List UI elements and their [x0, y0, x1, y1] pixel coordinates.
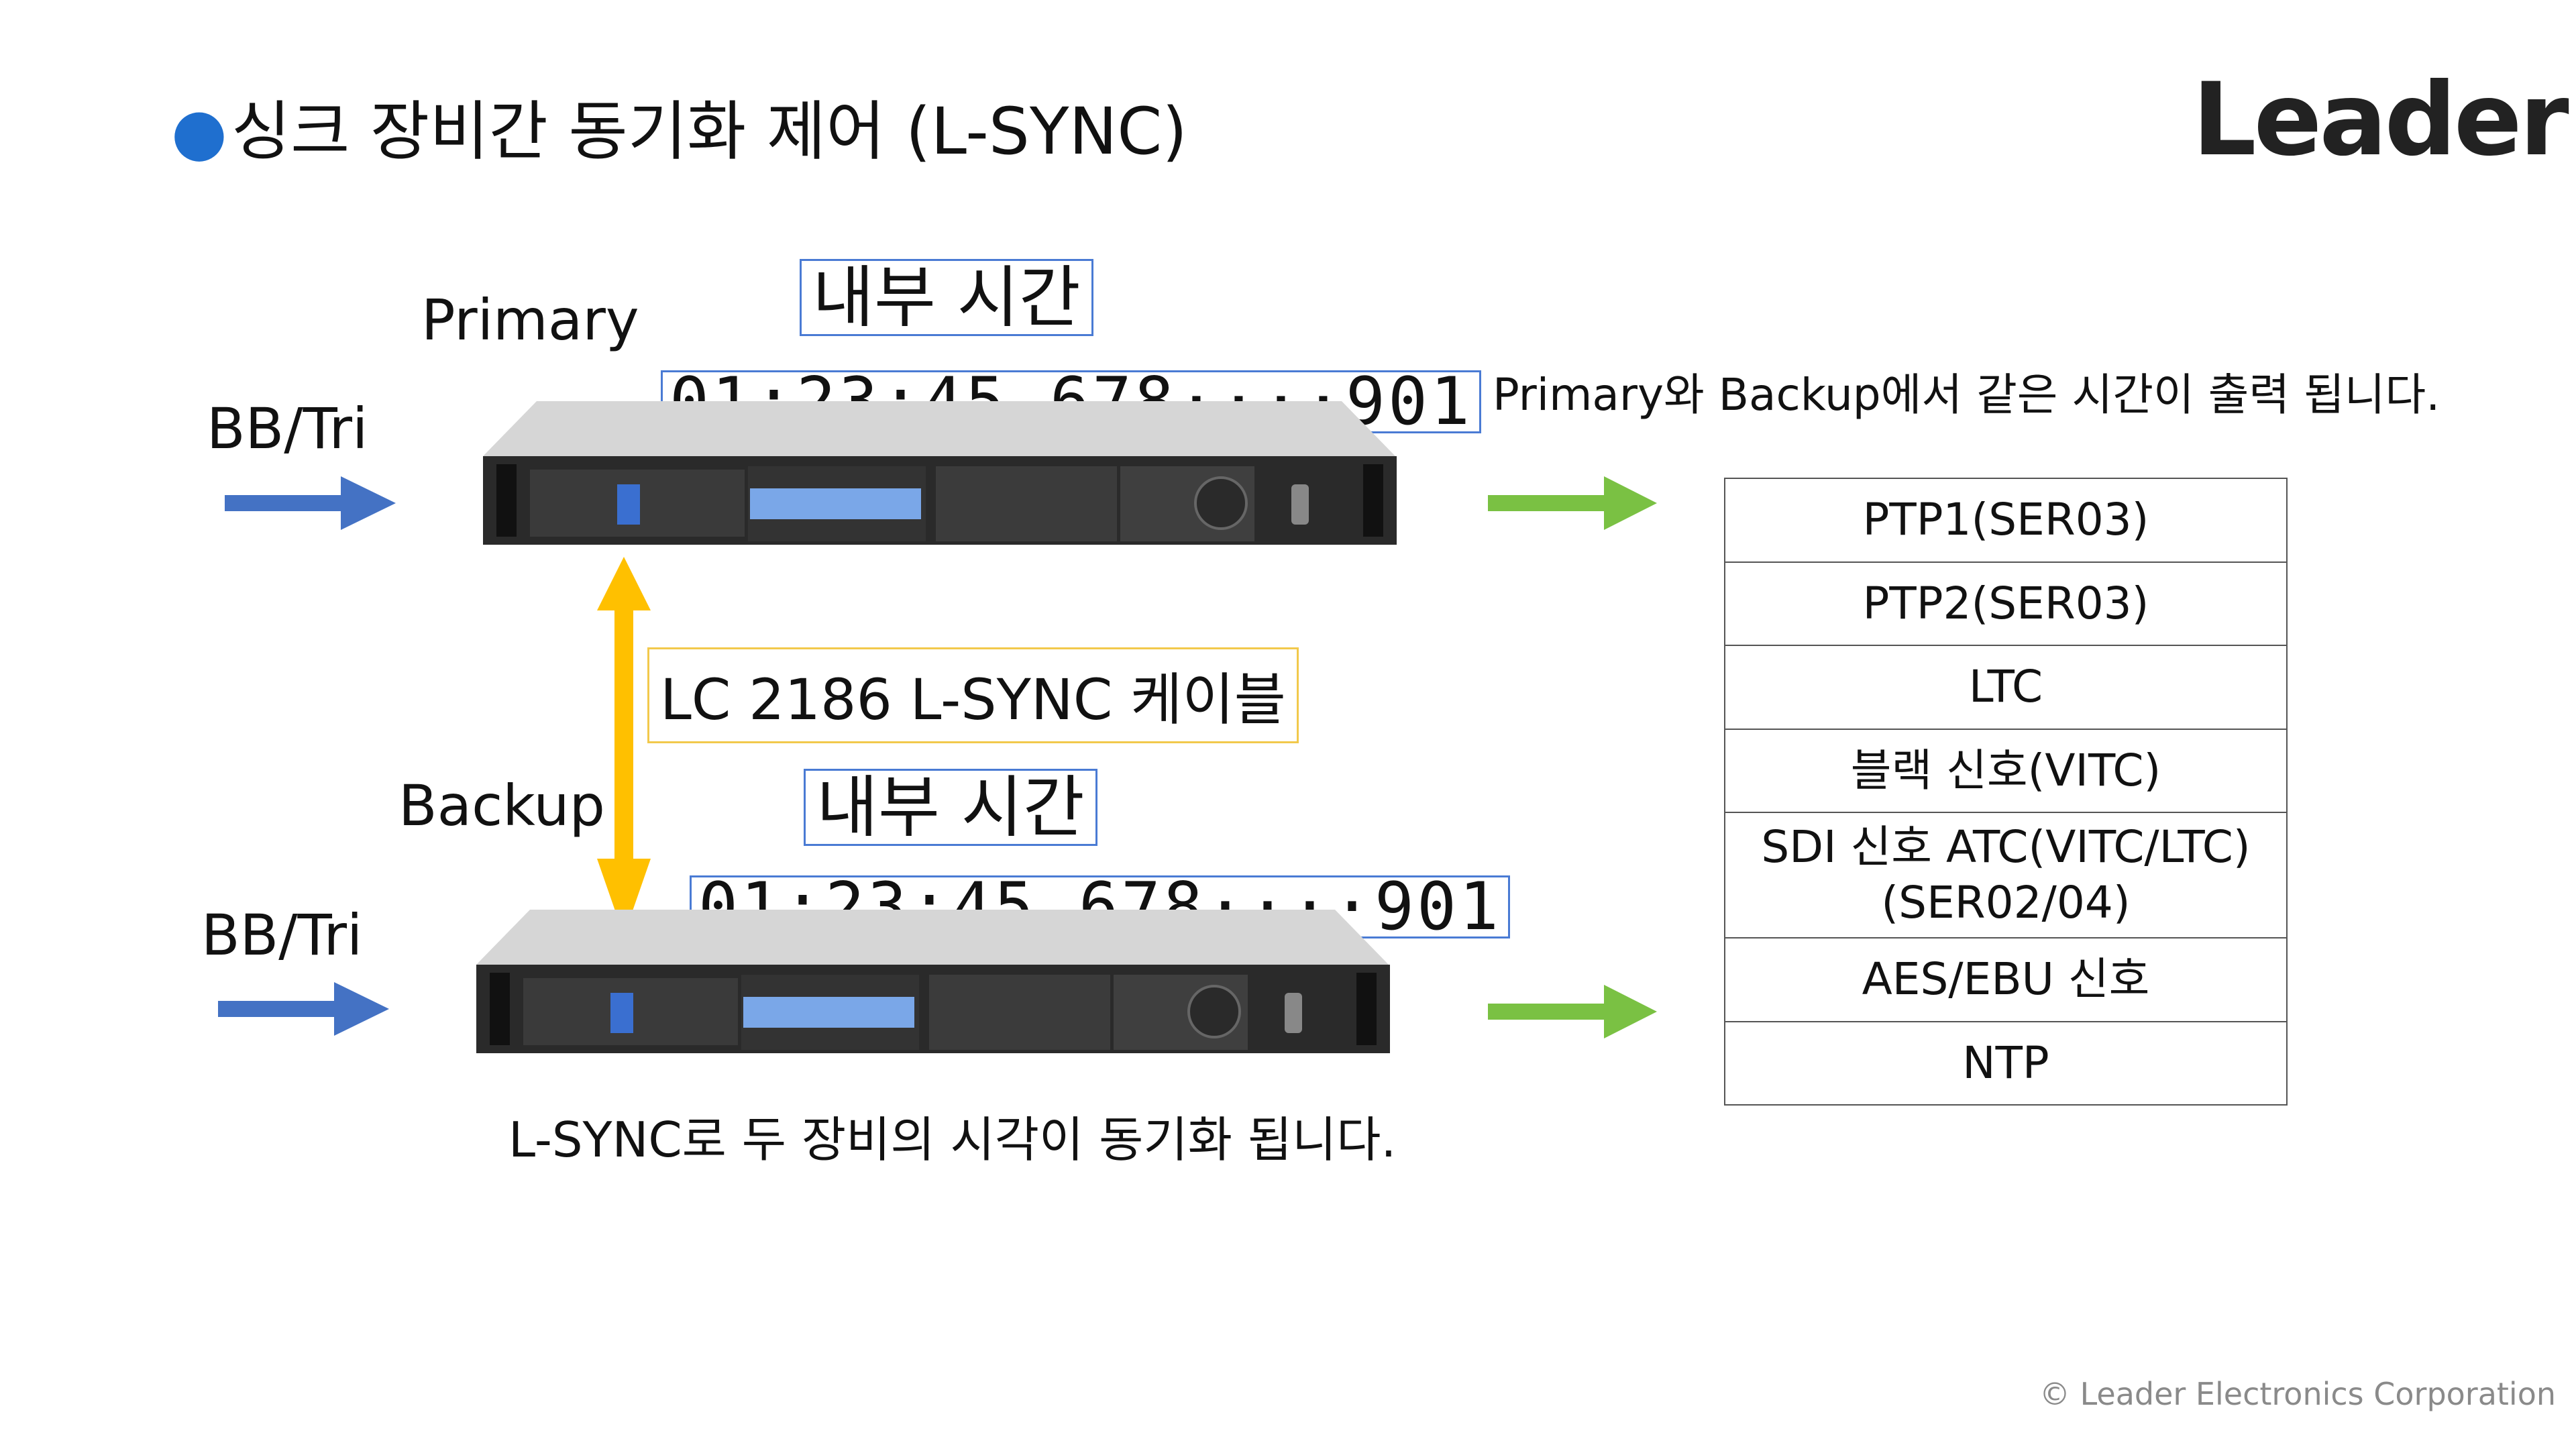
output-cell-ltc: LTC — [1724, 645, 2288, 730]
output-cell-sdi-atc-line1: SDI 신호 ATC(VITC/LTC) — [1761, 821, 2251, 873]
primary-label: Primary — [421, 287, 639, 353]
primary-output-arrow-icon — [1488, 476, 1657, 530]
primary-internal-time-label: 내부 시간 — [800, 259, 1093, 336]
output-cell-ptp2: PTP2(SER03) — [1724, 561, 2288, 646]
table-row: AES/EBU 신호 — [1724, 937, 2288, 1022]
output-cell-ptp1: PTP1(SER03) — [1724, 478, 2288, 563]
table-row: PTP2(SER03) — [1724, 561, 2288, 646]
table-row: SDI 신호 ATC(VITC/LTC)(SER02/04) — [1724, 812, 2288, 938]
backup-output-arrow-icon — [1488, 985, 1657, 1038]
page-title-text: 싱크 장비간 동기화 제어 (L-SYNC) — [231, 94, 1187, 169]
title-bullet-icon: ● — [171, 94, 227, 169]
table-row: 블랙 신호(VITC) — [1724, 728, 2288, 813]
primary-sync-device — [483, 401, 1397, 545]
backup-label: Backup — [398, 773, 605, 839]
leader-logo: Leader — [2192, 62, 2569, 178]
table-row: LTC — [1724, 645, 2288, 730]
backup-sync-device — [476, 910, 1390, 1053]
cable-label: LC 2186 L-SYNC 케이블 — [647, 647, 1299, 743]
output-cell-aes-ebu: AES/EBU 신호 — [1724, 937, 2288, 1022]
backup-input-label: BB/Tri — [201, 902, 363, 968]
copyright-footer: © Leader Electronics Corporation — [2039, 1376, 2556, 1412]
primary-input-label: BB/Tri — [207, 396, 368, 462]
output-note: Primary와 Backup에서 같은 시간이 출력 됩니다. — [1493, 369, 2440, 421]
page-title: ●싱크 장비간 동기화 제어 (L-SYNC) — [171, 79, 1187, 172]
output-signal-table: PTP1(SER03) PTP2(SER03) LTC 블랙 신호(VITC) … — [1724, 478, 2288, 1106]
output-cell-ntp: NTP — [1724, 1020, 2288, 1106]
output-cell-sdi-atc: SDI 신호 ATC(VITC/LTC)(SER02/04) — [1724, 812, 2288, 938]
sync-note: L-SYNC로 두 장비의 시각이 동기화 됩니다. — [508, 1112, 1397, 1168]
table-row: PTP1(SER03) — [1724, 478, 2288, 563]
primary-input-arrow-icon — [225, 476, 396, 530]
cable-double-arrow-icon — [597, 557, 651, 936]
table-row: NTP — [1724, 1020, 2288, 1106]
output-cell-sdi-atc-line2: (SER02/04) — [1881, 876, 2131, 928]
output-cell-black-signal: 블랙 신호(VITC) — [1724, 728, 2288, 813]
backup-internal-time-label: 내부 시간 — [804, 769, 1097, 846]
backup-input-arrow-icon — [218, 982, 389, 1036]
